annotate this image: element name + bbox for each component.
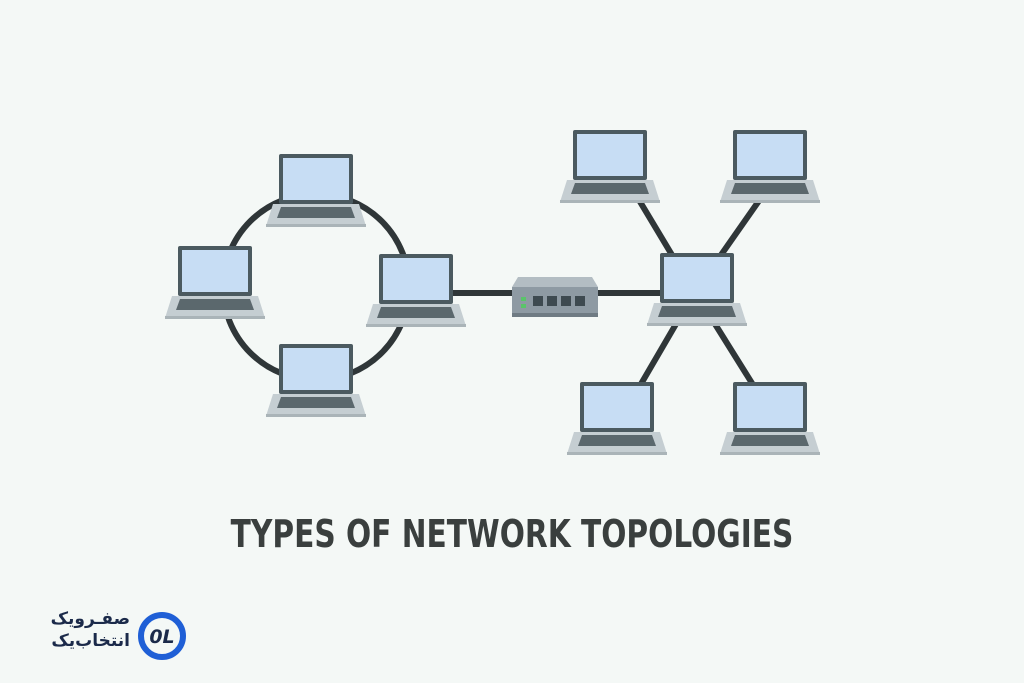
switch-led <box>521 297 526 301</box>
star-laptop-top-right <box>720 130 820 203</box>
logo-text: صفـرویک انتخاب‌یک <box>10 608 130 652</box>
brand-logo: صفـرویک انتخاب‌یک 0L <box>20 606 190 666</box>
star-laptop-bottom-right <box>720 382 820 455</box>
logo-line-2: انتخاب‌یک <box>51 631 130 651</box>
star-laptop-center <box>647 253 747 326</box>
ring-laptop-left <box>165 246 265 319</box>
logo-line-1: صفـرویک <box>50 609 130 629</box>
star-laptop-top-left <box>560 130 660 203</box>
logo-mark-text: 0L <box>149 626 174 648</box>
ring-laptop-top <box>266 154 366 227</box>
switch-port <box>547 296 557 306</box>
ring-laptop-bottom <box>266 344 366 417</box>
page-title: TYPES OF NETWORK TOPOLOGIES <box>230 512 794 556</box>
switch-port <box>561 296 571 306</box>
star-laptop-bottom-left <box>567 382 667 455</box>
logo-mark-icon: 0L <box>138 612 186 660</box>
switch-icon <box>512 277 598 317</box>
ring-laptop-right <box>366 254 466 327</box>
switch-port <box>575 296 585 306</box>
switch-led <box>521 304 526 308</box>
switch-port <box>533 296 543 306</box>
